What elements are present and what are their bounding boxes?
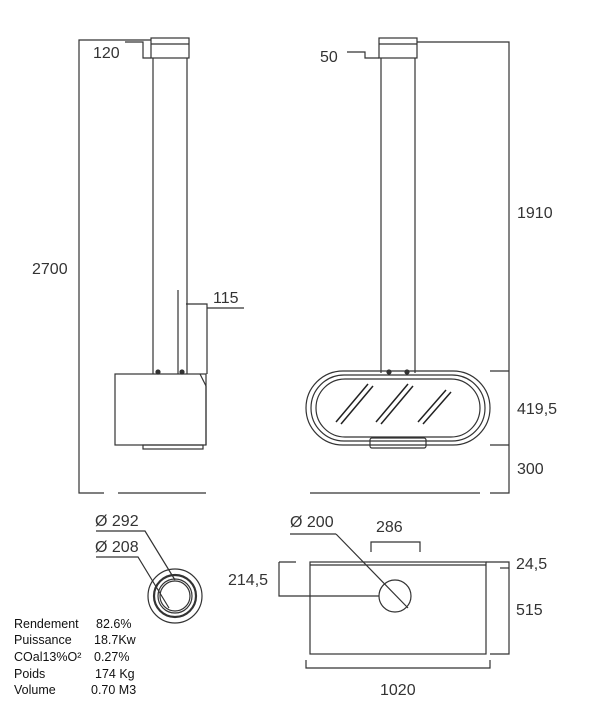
- spec-value: 0.27%: [94, 650, 130, 664]
- dim-side-flue-top: 120: [93, 45, 120, 62]
- dim-total-height: 2700: [32, 261, 68, 278]
- pipe-outer: [147, 568, 203, 624]
- spec-value: 82.6%: [96, 617, 132, 631]
- spec-label: Puissance: [14, 633, 72, 647]
- dim-pipe-outer: Ø 292: [95, 513, 139, 530]
- spec-value: 18.7Kw: [94, 633, 136, 647]
- front-base-plate: [369, 437, 427, 449]
- front-view: [305, 37, 510, 494]
- spec-label: Rendement: [14, 617, 79, 631]
- dim-bottom-clearance: 300: [517, 461, 544, 478]
- pipe-inner: [157, 578, 193, 614]
- dim-firebox-height: 419,5: [517, 401, 557, 418]
- dim-outlet-diameter: Ø 200: [290, 514, 334, 531]
- glass-reflection: [335, 383, 452, 425]
- dim-front-flue-top: 50: [320, 49, 338, 66]
- plan-outlet: [378, 579, 412, 613]
- spec-label: COal13%O²: [14, 650, 82, 664]
- dim-depth: 515: [516, 602, 543, 619]
- spec-label: Volume: [14, 683, 56, 697]
- dim-outlet-offset-y: 214,5: [228, 572, 268, 589]
- pipe-section: [96, 530, 203, 624]
- front-firebox-outer: [305, 370, 491, 446]
- plan-view: [278, 533, 510, 669]
- side-view: [78, 37, 244, 494]
- dim-side-offset: 115: [213, 290, 239, 307]
- front-flue-collar: [378, 37, 418, 59]
- dim-outlet-offset-x: 286: [376, 519, 403, 536]
- side-flue-collar: [150, 37, 190, 59]
- side-firebox: [114, 373, 207, 446]
- dim-width: 1020: [380, 682, 416, 699]
- dim-edge-margin: 24,5: [516, 556, 547, 573]
- dim-pipe-inner: Ø 208: [95, 539, 139, 556]
- spec-value: 174 Kg: [95, 667, 135, 681]
- spec-value: 0.70 M3: [91, 683, 137, 697]
- dim-flue-length: 1910: [517, 205, 553, 222]
- spec-label: Poids: [14, 667, 46, 681]
- plan-outline: [309, 561, 487, 655]
